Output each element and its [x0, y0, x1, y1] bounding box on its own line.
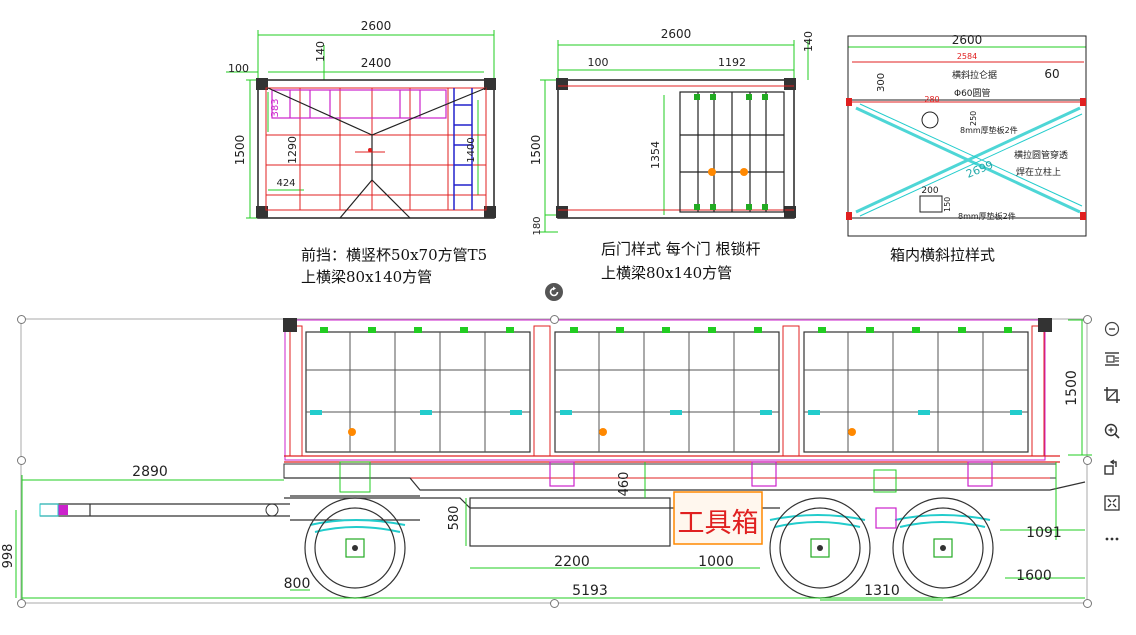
rotate-handle[interactable] [545, 283, 563, 301]
resize-handle-bottom-right[interactable] [1083, 599, 1092, 608]
dim-2584-text: 2584 [957, 52, 977, 61]
dim-383-text: 383 [270, 98, 281, 117]
dim-1091-text: 1091 [1026, 525, 1062, 541]
dim-1192-text: 1192 [718, 56, 746, 69]
minus-circle-icon [1104, 321, 1120, 337]
internal-bracing-caption: 箱内横斜拉样式 [890, 246, 996, 264]
rear-door-drawing: 2600 100 1192 140 1500 1354 180 [529, 27, 815, 236]
note-weld-post: 焊在立柱上 [1016, 166, 1061, 178]
rear-door-caption-1: 后门样式 每个门 根锁杆 [601, 240, 761, 258]
rear-door-caption-2: 上横梁80x140方管 [601, 264, 733, 282]
resize-handle-bottom-left[interactable] [17, 599, 26, 608]
note-round-tube: Φ60圆管 [954, 87, 991, 99]
dim-1310-text: 1310 [864, 583, 900, 599]
dim-424-text: 424 [276, 178, 295, 189]
note-brace-title: 横斜拉仑据 [952, 69, 997, 81]
dim-2600-text: 2600 [361, 19, 392, 33]
front-panel-drawing: 2600 2400 100 140 1500 383 1290 424 1400 [226, 19, 496, 219]
dim-280-text: 280 [924, 95, 939, 104]
dim-1290-text: 1290 [286, 136, 299, 164]
more-icon [1105, 537, 1119, 541]
toolbox-label: 工具箱 [678, 508, 759, 539]
dim-1000-text: 1000 [698, 554, 734, 570]
dim-200-text: 200 [921, 186, 938, 196]
text-wrap-icon [1105, 352, 1119, 366]
dim-2890-text: 2890 [132, 464, 168, 480]
note-tube-through: 横拉圆管穿透 [1014, 149, 1068, 161]
dim-180-text: 180 [532, 216, 543, 235]
zoom-in-icon [1104, 423, 1120, 439]
resize-handle-top-right[interactable] [1083, 315, 1092, 324]
dim-2600-door-text: 2600 [661, 27, 692, 41]
dim-1354-text: 1354 [649, 141, 662, 169]
internal-bracing-drawing: 2600 2584 60 300 280 250 2699 200 150 横斜… [846, 33, 1087, 237]
dim-1600-text: 1600 [1016, 568, 1052, 584]
dim-100-door-text: 100 [588, 56, 609, 69]
front-panel-caption-2: 上横梁80x140方管 [301, 268, 433, 286]
dim-140-door-text: 140 [802, 31, 815, 52]
dim-1500-door-text: 1500 [529, 135, 543, 166]
resize-handle-right[interactable] [1083, 456, 1092, 465]
zoom-in-button[interactable] [1099, 418, 1125, 444]
trailer-side-view-drawing[interactable]: 工具箱 1500 2890 460 580 998 1091 2200 1000… [0, 300, 1095, 618]
dim-140-text: 140 [314, 41, 327, 62]
dim-1500-main-text: 1500 [1064, 370, 1080, 406]
note-pad-2: 8mm厚垫板2件 [958, 211, 1016, 221]
text-wrap-button[interactable] [1099, 346, 1125, 372]
dim-998-text: 998 [1, 544, 16, 569]
resize-handle-top-left[interactable] [17, 315, 26, 324]
rotate-arrow-icon [549, 286, 559, 297]
rotate-icon [1104, 459, 1117, 475]
dim-2200-text: 2200 [554, 554, 590, 570]
fit-button[interactable] [1099, 490, 1125, 516]
dim-300-text: 300 [876, 73, 887, 92]
collapse-button[interactable] [1099, 316, 1125, 342]
crop-button[interactable] [1099, 382, 1125, 408]
dim-800-text: 800 [284, 576, 311, 592]
dim-1500-text: 1500 [233, 135, 247, 166]
dim-250-text: 250 [969, 111, 978, 126]
resize-handle-top[interactable] [550, 315, 559, 324]
rotate-image-button[interactable] [1099, 454, 1125, 480]
dim-100-text: 100 [228, 62, 249, 75]
dim-2400-text: 2400 [361, 56, 392, 70]
more-options-button[interactable] [1099, 526, 1125, 552]
note-pad-1: 8mm厚垫板2件 [960, 125, 1018, 135]
dim-150-text: 150 [943, 197, 952, 212]
resize-handle-left[interactable] [17, 456, 26, 465]
dim-5193-text: 5193 [572, 583, 608, 599]
dim-460-text: 460 [617, 472, 632, 497]
fit-icon [1104, 495, 1120, 511]
dim-2600-brace-text: 2600 [952, 33, 983, 47]
crop-icon [1104, 387, 1120, 403]
resize-handle-bottom[interactable] [550, 599, 559, 608]
dim-60-text: 60 [1044, 67, 1059, 81]
front-panel-caption-1: 前挡：横竖杯50x70方管T5 [301, 246, 488, 264]
dim-580-text: 580 [447, 506, 462, 531]
dim-1400-text: 1400 [466, 137, 477, 162]
